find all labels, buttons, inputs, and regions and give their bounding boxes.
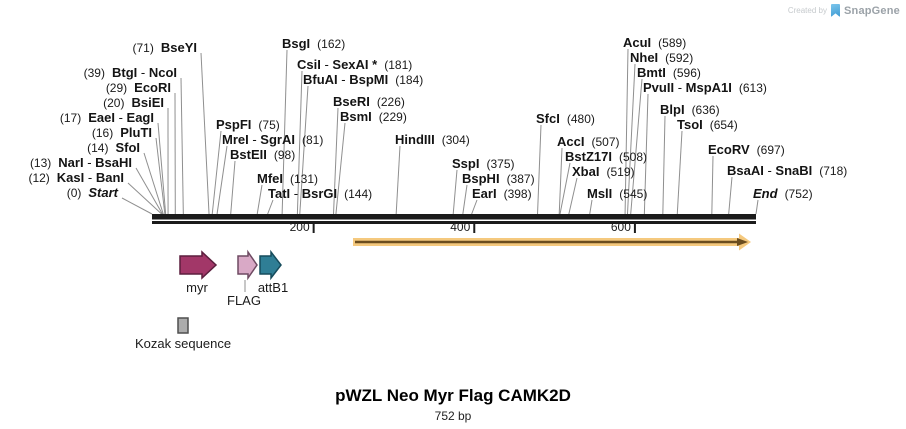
site-label-pluti[interactable]: (16)PluTI — [91, 125, 152, 140]
site-label-eaei-eagi[interactable]: (17)EaeI - EagI — [59, 110, 154, 125]
site-leader-line — [462, 184, 468, 215]
site-label-mfei[interactable]: MfeI(131) — [257, 171, 319, 186]
site-leader-line — [216, 145, 228, 215]
site-label-pvuii-mspa1i[interactable]: PvuII - MspA1I(613) — [643, 80, 767, 95]
site-label-blpi[interactable]: BlpI(636) — [660, 102, 720, 117]
site-label-nhei[interactable]: NheI(592) — [630, 50, 694, 65]
orf-arrow-core — [355, 238, 748, 246]
site-leader-line — [299, 85, 309, 215]
feature-label-myr[interactable]: myr — [186, 280, 208, 295]
site-label-bsphi[interactable]: BspHI(387) — [462, 171, 535, 186]
site-label-msli[interactable]: MslI(545) — [587, 186, 648, 201]
site-leader-line — [558, 147, 563, 215]
site-leader-line — [624, 48, 629, 215]
site-label-btgi-ncoi[interactable]: (39)BtgI - NcoI — [83, 65, 177, 80]
site-leader-line — [281, 49, 288, 215]
site-label-sfoi[interactable]: (14)SfoI — [87, 140, 140, 155]
site-leader-line — [143, 152, 164, 215]
site-label-sspi[interactable]: SspI(375) — [452, 156, 515, 171]
site-label-csii-sexai[interactable]: CsiI - SexAI *(181) — [297, 57, 413, 72]
site-label-xbai[interactable]: XbaI(519) — [572, 164, 635, 179]
site-leader-line — [630, 78, 643, 215]
site-leader-line — [180, 77, 184, 215]
site-label-tsoi[interactable]: TsoI(654) — [677, 117, 738, 132]
site-label-bseri[interactable]: BseRI(226) — [333, 94, 405, 109]
site-label-start[interactable]: (0)Start — [66, 185, 118, 200]
feature-label-flag[interactable]: FLAG — [227, 293, 261, 308]
site-label-tati-bsrgi[interactable]: TatI - BsrGI(144) — [268, 186, 373, 201]
site-label-hindiii[interactable]: HindIII(304) — [395, 132, 470, 147]
site-leader-line — [211, 130, 222, 215]
ruler-tick-label-400: 400 — [450, 220, 471, 234]
site-leader-line — [200, 52, 210, 215]
ruler-tick-label-200: 200 — [289, 220, 310, 234]
site-leader-line — [267, 199, 274, 215]
site-label-bseyi[interactable]: (71)BseYI — [132, 40, 197, 55]
site-label-bsaai-snabi[interactable]: BsaAI - SnaBI(718) — [727, 163, 848, 178]
feature-label-kozak-sequence[interactable]: Kozak sequence — [134, 336, 232, 351]
site-label-ecorv[interactable]: EcoRV(697) — [708, 142, 785, 157]
site-leader-line — [643, 93, 649, 215]
site-label-bsmi[interactable]: BsmI(229) — [340, 109, 407, 124]
site-label-bsgi[interactable]: BsgI(162) — [282, 36, 346, 51]
sequence-line — [152, 214, 756, 220]
site-leader-line — [121, 197, 153, 215]
watermark-created-by: Created by — [787, 6, 827, 15]
site-leader-line — [127, 182, 162, 215]
site-label-bfuai-bspmi[interactable]: BfuAI - BspMI(184) — [303, 72, 424, 87]
feature-arrow-attb1[interactable] — [259, 249, 282, 281]
site-leader-line — [296, 70, 303, 215]
feature-box-kozak-sequence[interactable] — [177, 317, 189, 334]
feature-label-attb1[interactable]: attB1 — [257, 280, 289, 295]
site-leader-line — [135, 167, 163, 215]
watermark-brand: SnapGene — [843, 4, 900, 17]
site-leader-line — [333, 107, 339, 215]
site-label-acui[interactable]: AcuI(589) — [623, 35, 687, 50]
site-leader-line — [335, 122, 346, 215]
watermark: Created by SnapGene — [788, 4, 900, 17]
site-leader-line — [537, 124, 542, 215]
site-leader-line — [155, 137, 166, 215]
ruler-tick — [633, 224, 636, 233]
site-label-bsiei[interactable]: (20)BsiEI — [103, 95, 164, 110]
site-leader-line — [755, 199, 759, 215]
site-label-pspfi[interactable]: PspFI(75) — [216, 117, 280, 132]
site-label-nari-bsahi[interactable]: (13)NarI - BsaHI — [29, 155, 132, 170]
site-leader-line — [395, 145, 401, 215]
ruler-tick-label-600: 600 — [610, 220, 631, 234]
site-label-bsteii[interactable]: BstEII(98) — [230, 147, 296, 162]
ruler-line — [152, 221, 756, 224]
site-label-sfci[interactable]: SfcI(480) — [536, 111, 595, 126]
site-leader-line — [589, 199, 593, 215]
site-leader-line — [568, 177, 578, 215]
site-leader-line — [256, 184, 263, 215]
site-leader-line — [711, 155, 714, 215]
site-leader-line — [471, 199, 478, 215]
feature-arrow-myr[interactable] — [179, 250, 218, 280]
site-leader-line — [662, 115, 666, 215]
ruler-tick — [473, 224, 476, 233]
site-leader-line — [676, 130, 683, 215]
snapgene-logo-icon — [830, 4, 840, 17]
site-leader-line — [559, 162, 571, 215]
site-label-bstz17i[interactable]: BstZ17I(508) — [565, 149, 647, 164]
map-title-block: pWZL Neo Myr Flag CAMK2D 752 bp — [0, 386, 906, 423]
ruler-tick — [312, 224, 315, 233]
site-label-eari[interactable]: EarI(398) — [472, 186, 532, 201]
site-label-mrei-sgrai[interactable]: MreI - SgrAI(81) — [222, 132, 324, 147]
site-leader-line — [230, 160, 236, 215]
site-leader-line — [157, 122, 167, 215]
map-title: pWZL Neo Myr Flag CAMK2D — [335, 386, 571, 405]
feature-arrow-flag[interactable] — [237, 249, 258, 281]
site-leader-line — [728, 176, 733, 215]
map-length: 752 bp — [434, 409, 472, 423]
site-label-ecori[interactable]: (29)EcoRI — [105, 80, 171, 95]
site-label-kasi-bani[interactable]: (12)KasI - BanI — [28, 170, 124, 185]
site-label-acci[interactable]: AccI(507) — [557, 134, 620, 149]
site-label-bmti[interactable]: BmtI(596) — [637, 65, 701, 80]
site-label-end[interactable]: End(752) — [753, 186, 813, 201]
site-leader-line — [452, 169, 458, 215]
site-leader-line — [626, 63, 636, 215]
